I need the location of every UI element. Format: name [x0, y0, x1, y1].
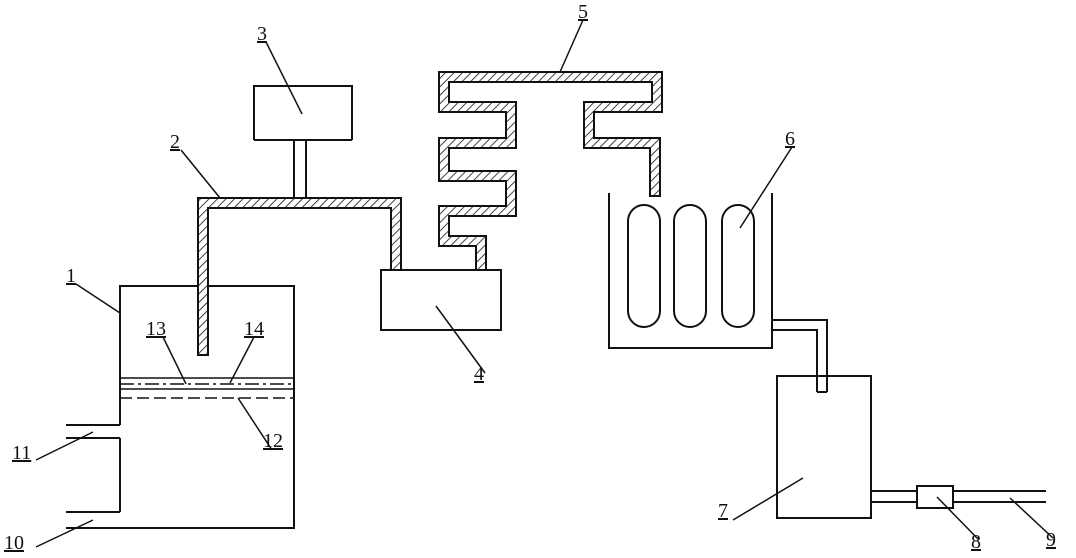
- label-7: 7: [718, 500, 728, 522]
- pipe-2: [197, 197, 402, 356]
- label-4: 4: [474, 363, 484, 385]
- label-1: 1: [66, 265, 76, 287]
- label-12: 12: [263, 430, 283, 452]
- tube-1: [627, 204, 661, 328]
- box-3: [253, 85, 353, 198]
- label-11: 11: [12, 442, 31, 464]
- label-6: 6: [785, 128, 795, 150]
- inlet-pipe-11: [66, 424, 120, 439]
- valve-8: [916, 485, 954, 509]
- label-9: 9: [1046, 529, 1056, 551]
- label-13: 13: [146, 318, 166, 340]
- outlet-line-9: [871, 490, 1046, 503]
- vessel-1: [119, 285, 295, 529]
- label-10: 10: [4, 532, 24, 554]
- leader-lines: [35, 19, 1054, 548]
- box-4: [380, 269, 502, 331]
- container-6: [608, 193, 828, 393]
- layer-lines-13-14: [120, 377, 294, 390]
- serpentine-pipe-5: [438, 71, 663, 271]
- tube-3: [721, 204, 755, 328]
- tube-2: [673, 204, 707, 328]
- tank-7: [776, 375, 872, 519]
- label-3: 3: [257, 23, 267, 45]
- label-2: 2: [170, 131, 180, 153]
- label-8: 8: [971, 531, 981, 553]
- label-5: 5: [578, 1, 588, 23]
- label-14: 14: [244, 318, 264, 340]
